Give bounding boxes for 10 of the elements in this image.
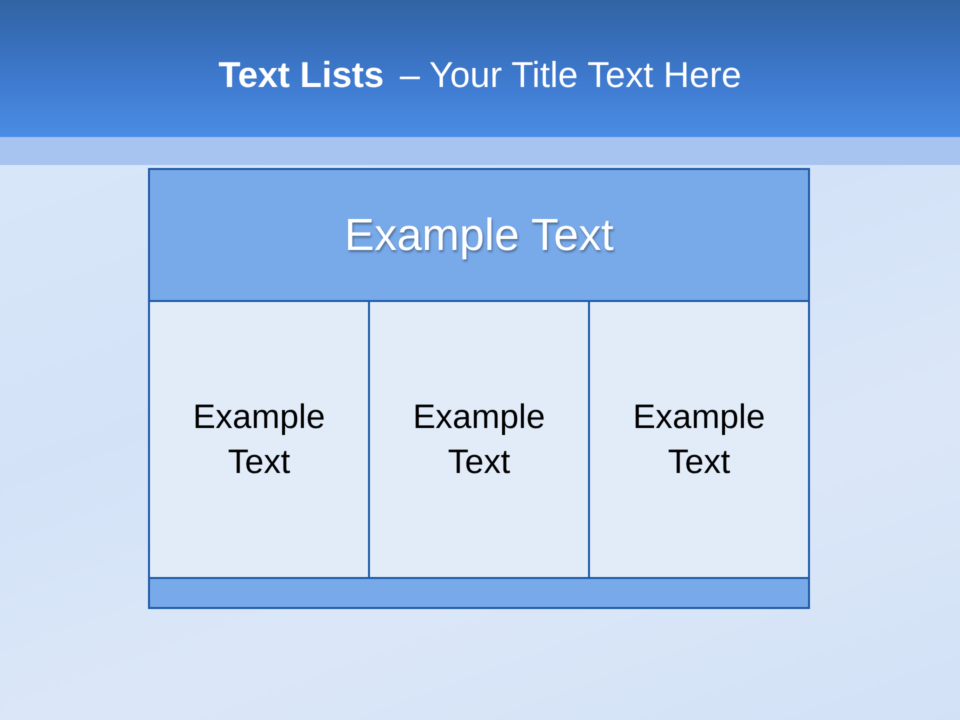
footer-bar [148,577,810,609]
body-text: Example Text [632,396,766,482]
column-box [368,300,590,579]
slide-title: Text Lists – Your Title Text Here [218,53,742,97]
body-text: Example Text [192,396,326,482]
heading-text: Example Text [344,209,614,261]
column-box [148,300,370,579]
body-text: Example Text [412,396,546,482]
header-box [148,168,810,302]
column-box [588,300,810,579]
